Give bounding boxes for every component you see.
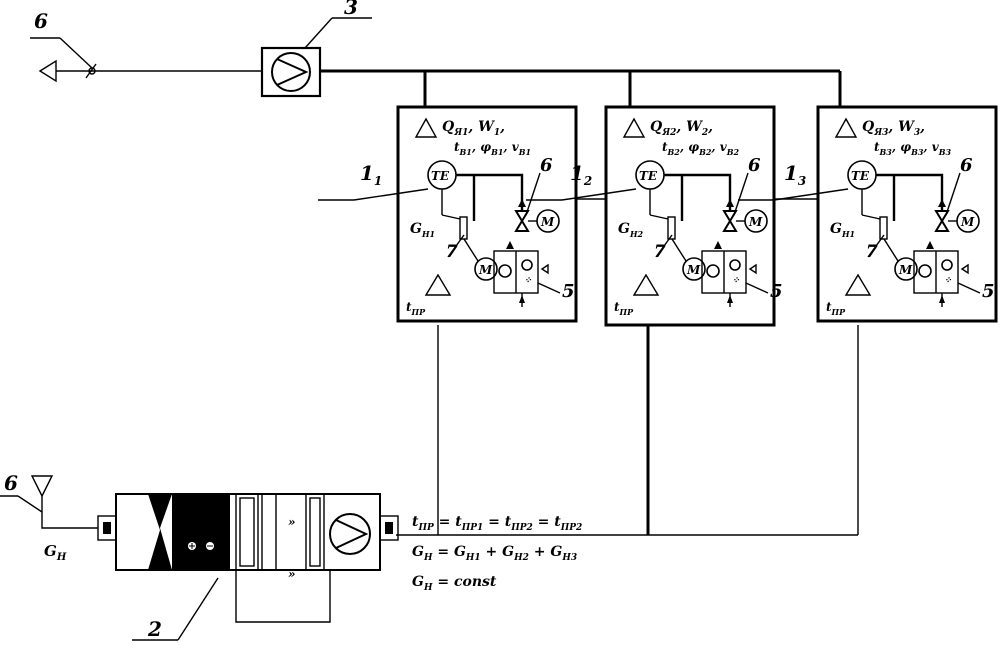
damper-motor-label: M xyxy=(898,263,913,277)
damper-motor-icon xyxy=(474,257,498,281)
exhaust-line: 6 xyxy=(30,9,262,83)
equation-gh-sum: GН = GН1 + GН2 + GН3 xyxy=(412,544,577,563)
room-supply-temp-label: tПР xyxy=(406,300,426,317)
damper-motor-label: M xyxy=(478,263,493,277)
svg-text:»: » xyxy=(288,515,296,529)
room-supply-grille-icon xyxy=(844,273,872,296)
valve-number: 6 xyxy=(748,155,761,176)
exhaust-leader xyxy=(59,37,93,69)
temperature-sensor-label: TE xyxy=(851,169,870,183)
room-load-label: QЯ1, W1, xyxy=(442,119,505,138)
intake-label: 6 xyxy=(4,471,18,495)
exhaust-label: 6 xyxy=(34,9,48,33)
svg-text:⁘: ⁘ xyxy=(944,276,952,286)
room-load-label: QЯ2, W2, xyxy=(650,119,713,138)
exhaust-header xyxy=(320,69,842,110)
gh-label: GН xyxy=(44,542,67,563)
valve-motor-icon xyxy=(536,209,560,233)
room-supply-grille-icon xyxy=(424,273,452,296)
damper-motor-icon xyxy=(894,257,918,281)
exhaust-fan: 3 xyxy=(260,0,372,98)
equations: tПР = tПР1 = tПР2 = tПР2 GН = GН1 + GН2 … xyxy=(412,514,582,593)
fan-label: 3 xyxy=(344,0,358,19)
terminal-unit-number: 5 xyxy=(562,281,575,302)
fan-leader xyxy=(304,17,333,49)
svg-text:»: » xyxy=(288,567,296,581)
room-flow-label: GН1 xyxy=(410,221,435,239)
room-number-label: 11 xyxy=(360,161,382,188)
room-params-label: tВ3, φВ3, vВ3 xyxy=(874,140,952,157)
room-params-label: tВ2, φВ2, vВ2 xyxy=(662,140,740,157)
room-number-label: 13 xyxy=(784,161,806,188)
valve-motor-label: M xyxy=(960,215,975,229)
valve-number: 6 xyxy=(960,155,973,176)
room-number-label: 12 xyxy=(570,161,592,188)
valve-motor-icon xyxy=(744,209,768,233)
supply-risers xyxy=(396,325,859,536)
valve-motor-label: M xyxy=(748,215,763,229)
flow-sensor-icon xyxy=(667,216,676,240)
svg-text:⁘: ⁘ xyxy=(524,276,532,286)
exhaust-grille-triangle xyxy=(38,59,57,83)
room-exhaust-grille-icon xyxy=(622,117,646,138)
valve-motor-icon xyxy=(956,209,980,233)
room-params-label: tВ1, φВ1, vВ1 xyxy=(454,140,531,157)
valve-number: 6 xyxy=(540,155,553,176)
flow-sensor-icon xyxy=(879,216,888,240)
equation-tpr: tПР = tПР1 = tПР2 = tПР2 xyxy=(412,514,582,533)
room-exhaust-grille-icon xyxy=(414,117,438,138)
temperature-sensor-label: TE xyxy=(639,169,658,183)
ahu-label: 2 xyxy=(147,617,162,641)
room-exhaust-grille-icon xyxy=(834,117,858,138)
room-supply-grille-icon xyxy=(632,273,660,296)
terminal-unit-number: 5 xyxy=(982,281,995,302)
room-supply-temp-label: tПР xyxy=(614,300,634,317)
room-flow-label: GН1 xyxy=(830,221,855,239)
control-valve-icon xyxy=(514,210,530,232)
damper-motor-label: M xyxy=(686,263,701,277)
intake-grille-triangle xyxy=(30,475,54,498)
damper-motor-icon xyxy=(682,257,706,281)
room-load-label: QЯ3, W3, xyxy=(862,119,925,138)
svg-text:⁘: ⁘ xyxy=(732,276,740,286)
room-flow-label: GН2 xyxy=(618,221,644,239)
exhaust-damper-slash xyxy=(85,63,97,79)
control-valve-icon xyxy=(934,210,950,232)
air-handling-unit: 6 GН » » 2 xyxy=(0,471,399,641)
flow-sensor-icon xyxy=(459,216,468,240)
valve-motor-label: M xyxy=(540,215,555,229)
temperature-sensor-label: TE xyxy=(431,169,450,183)
room-supply-temp-label: tПР xyxy=(826,300,846,317)
control-valve-icon xyxy=(722,210,738,232)
equation-gh-const: GН = const xyxy=(412,574,497,593)
terminal-unit-number: 5 xyxy=(770,281,783,302)
